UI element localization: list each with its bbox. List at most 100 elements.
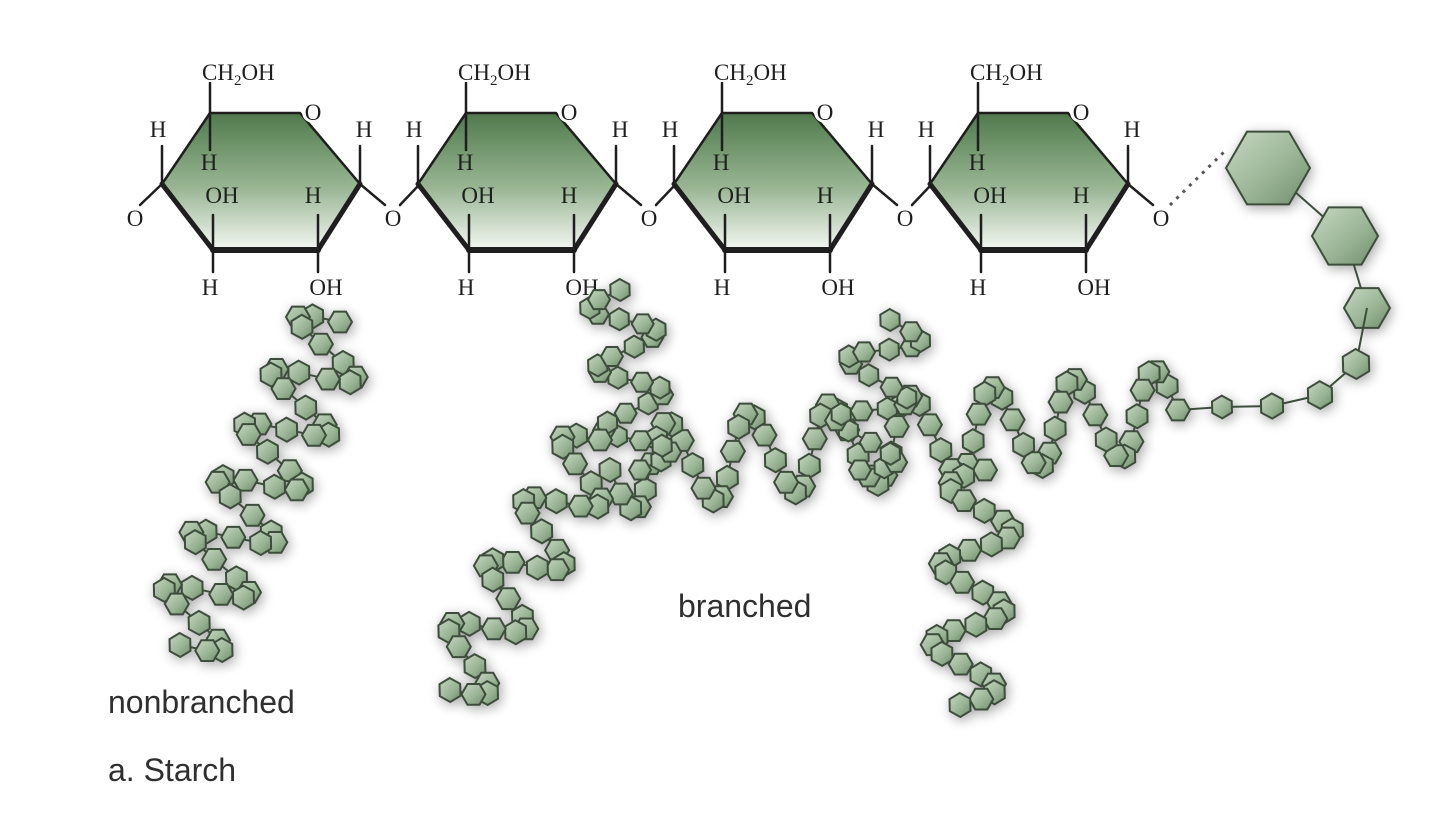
glucose-bead: [294, 394, 318, 421]
glucose-bead: [1210, 394, 1234, 420]
glucose-bead: [275, 416, 299, 443]
glucose-bead: [561, 452, 589, 476]
glucose-bead: [481, 566, 505, 593]
glucose-bead: [849, 400, 874, 422]
glucose-bead: [763, 447, 788, 474]
glucose-bead: [544, 488, 568, 515]
glucose-bead: [971, 579, 995, 606]
glucose-bead: [586, 289, 612, 311]
glucose-bead: [883, 415, 910, 438]
ring-oxygen: O: [817, 100, 834, 125]
glucose-bead: [1047, 390, 1074, 414]
glucose-bead: [1094, 426, 1118, 453]
nonbranched-label: nonbranched: [108, 684, 295, 720]
ring-oxygen: O: [1073, 100, 1090, 125]
glucose-bead: [627, 459, 653, 481]
glucose-bead: [607, 365, 629, 390]
glucose-bead: [830, 402, 852, 427]
c2-oh: OH: [821, 275, 854, 300]
glucose-bead: [1082, 403, 1109, 427]
glucose-bead: [1224, 130, 1312, 206]
c3-h: H: [714, 275, 731, 300]
glycosidic-bond: [358, 182, 387, 207]
glucose-bead: [445, 635, 472, 659]
panel-caption: a. Starch: [108, 752, 237, 788]
glucose-bead: [947, 652, 974, 676]
glucose-bead: [934, 559, 958, 586]
glucose-bead: [690, 476, 717, 500]
glucose-bead: [968, 687, 995, 711]
glycosidic-bond: [654, 184, 676, 207]
glucose-bead: [270, 377, 297, 400]
glucose-bead: [283, 478, 310, 502]
glycosidic-oxygen: O: [897, 206, 914, 231]
glucose-bead: [504, 619, 528, 646]
c3-oh: OH: [717, 183, 750, 208]
ch2oh-label: CH2OH: [970, 60, 1043, 89]
glucose-bead: [1341, 347, 1371, 381]
glucose-bead: [719, 439, 747, 463]
c5-h: H: [201, 150, 218, 175]
ring-oxygen-bg: [302, 101, 324, 123]
glycosidic-bond: [870, 182, 899, 207]
ring-oxygen-bg: [1070, 101, 1092, 123]
ring-front-edge: [927, 181, 984, 253]
c2-oh: OH: [309, 275, 342, 300]
glucose-chain: OCH2OHHHHOHHHOHOOCH2OHHHHOHHHOHOOCH2OHHH…: [127, 60, 1170, 300]
glucose-bead: [338, 369, 362, 396]
glucose-bead: [879, 376, 904, 398]
c1-h: H: [356, 117, 373, 142]
glucose-bead: [567, 494, 594, 518]
glucose-bead: [438, 676, 462, 704]
glucose-bead: [651, 433, 673, 458]
leading-oxygen: O: [127, 182, 164, 231]
ring-front-edge: [415, 181, 472, 253]
glycosidic-bond: [910, 184, 932, 207]
glucose-bead: [876, 396, 899, 421]
bead-chains: [152, 130, 1392, 719]
c3-h: H: [970, 275, 987, 300]
ring-oxygen: O: [305, 100, 322, 125]
glucose-bead: [551, 433, 575, 460]
glucose-bead: [163, 592, 190, 616]
glycosidic-oxygen: O: [1153, 206, 1170, 231]
chain-transition: [1168, 148, 1228, 207]
glucose-bead: [201, 548, 228, 571]
glucose-bead: [187, 609, 211, 637]
glucose-bead: [1129, 378, 1156, 402]
c2-oh: OH: [1077, 275, 1110, 300]
glycosidic-bond: [1126, 182, 1155, 207]
c5-h: H: [457, 150, 474, 175]
c3-h: H: [202, 275, 219, 300]
glucose-bead: [208, 583, 235, 606]
glucose-bead: [649, 375, 671, 400]
ring-front-edge: [1083, 181, 1131, 253]
c2-h: H: [817, 183, 834, 208]
glucose-bead: [878, 337, 900, 362]
glucose-bead: [608, 307, 630, 332]
glucose-bead: [972, 497, 996, 525]
glucose-bead: [979, 531, 1004, 558]
glycosidic-oxygen: O: [641, 206, 658, 231]
glucose-bead: [326, 310, 354, 334]
glucose-bead: [950, 489, 978, 512]
leading-oxygen-label: O: [127, 206, 144, 231]
glucose-bead: [249, 529, 273, 557]
c5-h: H: [713, 150, 730, 175]
glucose-bead: [1310, 206, 1380, 266]
glucose-bead: [628, 430, 653, 452]
glucose-bead: [879, 441, 902, 466]
glucose-bead: [899, 321, 924, 343]
c1-h: H: [868, 117, 885, 142]
glucose-bead: [1011, 431, 1036, 459]
c4-h: H: [406, 117, 423, 142]
glucose-bead: [1259, 392, 1285, 420]
ring-front-edge: [315, 181, 363, 253]
glucose-bead: [1306, 380, 1334, 410]
glucose-bead: [460, 683, 487, 706]
